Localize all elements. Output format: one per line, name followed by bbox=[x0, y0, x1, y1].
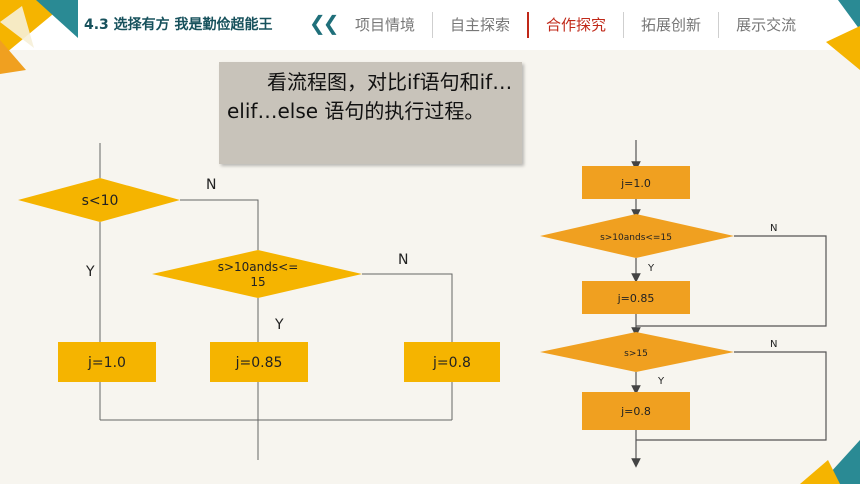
fc-right-box1 bbox=[582, 166, 690, 199]
fc-left-yes1-label: Y bbox=[85, 264, 95, 280]
corner-right-yellow-shape bbox=[826, 26, 860, 70]
tab-project-context[interactable]: 项目情境 bbox=[355, 16, 416, 34]
corner-light-shape bbox=[0, 6, 34, 48]
fc-right-box3 bbox=[582, 392, 690, 430]
fc-right-cond2-text: s>15 bbox=[624, 349, 648, 359]
fc-left-yes2-label: Y bbox=[274, 317, 284, 333]
note-box: 看流程图，对比if语句和if…elif…else 语句的执行过程。 bbox=[219, 62, 522, 164]
fc-right-no1-label: N bbox=[770, 223, 777, 234]
tab-extend-innovate[interactable]: 拓展创新 bbox=[623, 12, 718, 38]
fc-left-no2-label: N bbox=[398, 252, 408, 268]
fc-left-cond1-text: s<10 bbox=[82, 193, 119, 209]
lesson-title: 4.3 选择有方 我是勤俭超能王 bbox=[84, 17, 273, 33]
fc-right-yes2-label: Y bbox=[657, 376, 665, 387]
fc-right-cond1-text: s>10ands<=15 bbox=[600, 233, 672, 243]
section-nav: 项目情境 自主探索 合作探究 拓展创新 展示交流 bbox=[338, 10, 813, 40]
fc-right-cond2-diamond bbox=[540, 332, 734, 372]
fc-right-cond1-diamond bbox=[540, 214, 734, 258]
fc-left-no2-line bbox=[362, 273, 453, 342]
tab-self-explore[interactable]: 自主探索 bbox=[432, 12, 527, 38]
fc-right-box1-text: j=1.0 bbox=[620, 177, 651, 190]
note-text: 看流程图，对比if语句和if…elif…else 语句的执行过程。 bbox=[227, 70, 513, 123]
fc-right-yes1-label: Y bbox=[647, 263, 655, 274]
fc-left-cond2-text-line2: 15 bbox=[250, 275, 265, 289]
fc-left-cond2-text-line1: s>10ands<= bbox=[218, 260, 299, 274]
fc-left-box2 bbox=[210, 342, 308, 382]
fc-left-cond2-diamond bbox=[152, 250, 362, 298]
fc-left-box2-text: j=0.85 bbox=[235, 355, 283, 371]
fc-left-no1-line bbox=[180, 199, 259, 250]
fc-right-box2-text: j=0.85 bbox=[617, 292, 655, 305]
fc-left-box1-text: j=1.0 bbox=[87, 355, 126, 371]
corner-bottom-yellow-shape bbox=[800, 460, 840, 484]
tab-show-exchange[interactable]: 展示交流 bbox=[718, 12, 813, 38]
fc-left-box3 bbox=[404, 342, 500, 382]
fc-right-box3-text: j=0.8 bbox=[620, 405, 651, 418]
fc-left-box3-text: j=0.8 bbox=[432, 355, 471, 371]
fc-right-no2-line bbox=[636, 351, 827, 441]
fc-left-box1 bbox=[58, 342, 156, 382]
corner-teal-shape bbox=[36, 0, 78, 38]
chevron-left-icon[interactable]: ❮❮ bbox=[309, 11, 339, 35]
fc-right-no1-line bbox=[636, 235, 827, 327]
corner-orange-shape bbox=[0, 40, 26, 74]
header-bar bbox=[0, 0, 860, 50]
fc-left-cond1-diamond bbox=[18, 178, 180, 222]
fc-right-no2-label: N bbox=[770, 339, 777, 350]
fc-right-box2 bbox=[582, 281, 690, 314]
corner-right-teal-shape bbox=[838, 0, 860, 30]
tab-cooperate-explore[interactable]: 合作探究 bbox=[527, 12, 623, 38]
fc-left-no1-label: N bbox=[206, 177, 216, 193]
